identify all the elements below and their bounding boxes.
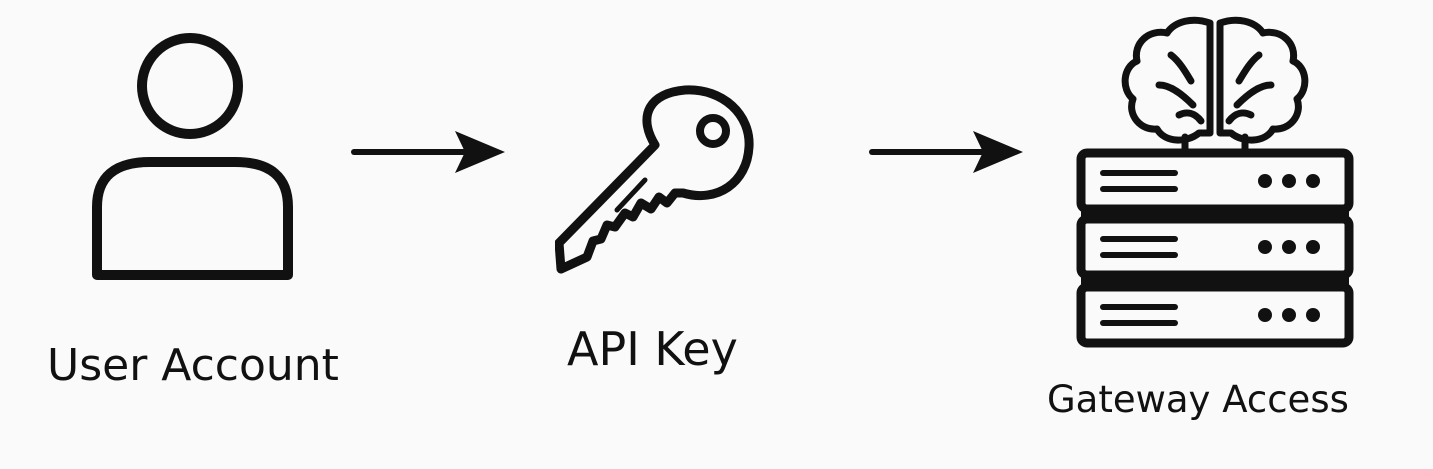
node-label-gateway-access: Gateway Access — [1047, 378, 1349, 421]
arrow-right-icon — [350, 125, 510, 180]
node-label-api-key: API Key — [567, 322, 738, 376]
brain-icon — [1121, 16, 1309, 155]
user-icon — [90, 32, 300, 282]
key-icon — [555, 85, 760, 280]
server-brain-icon — [1075, 15, 1355, 350]
arrow-right-icon — [868, 125, 1028, 180]
node-label-user-account: User Account — [47, 340, 339, 391]
